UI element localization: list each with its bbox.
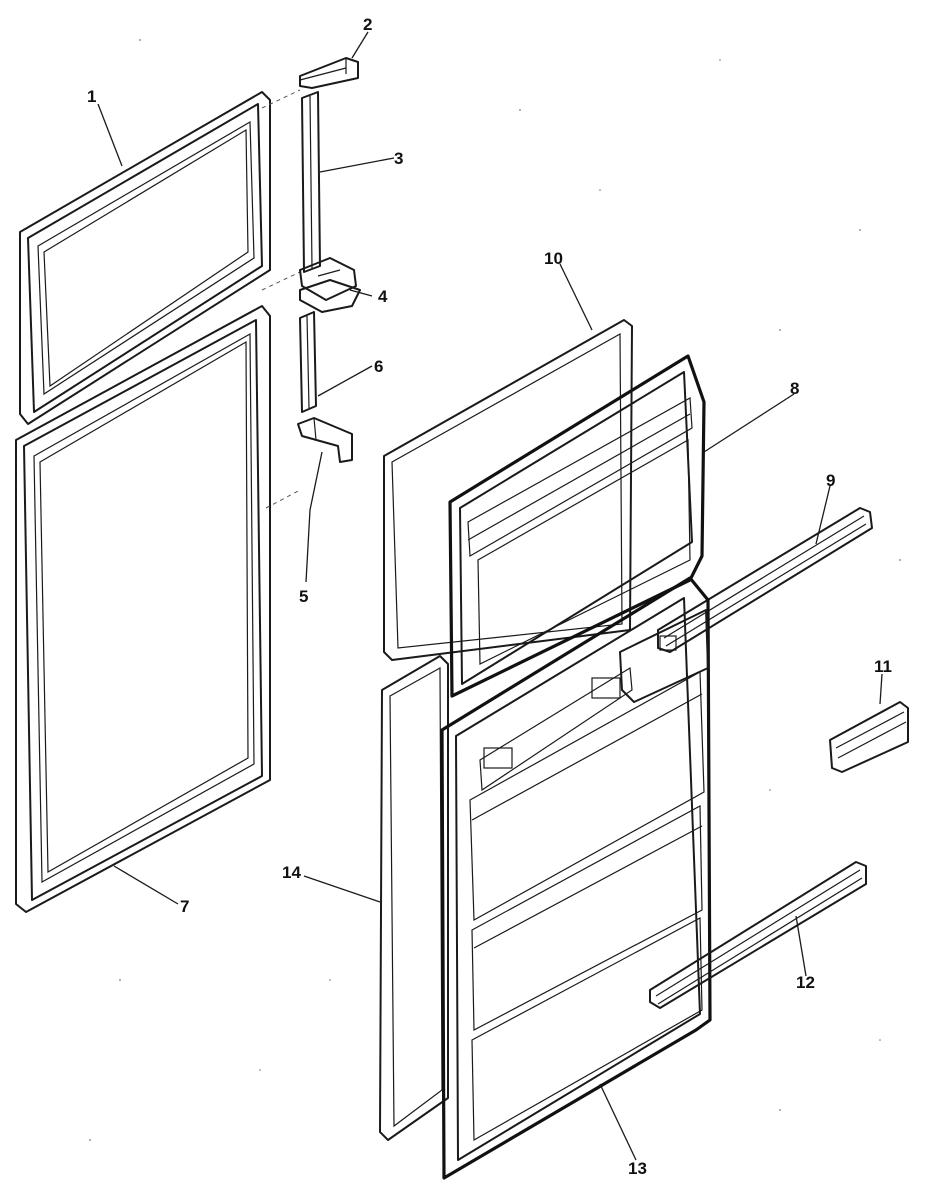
callout-11: 11: [874, 657, 892, 676]
part-5-bottom-hinge-bracket: [297, 417, 353, 463]
callout-labels: 1 2 3 4 5 6 7 8 9 10 11 12 13 14: [87, 15, 892, 1178]
part-8-upper-door-liner: [448, 354, 706, 698]
callout-8: 8: [790, 379, 799, 398]
part-11-door-bin: [829, 701, 909, 773]
part-13-lower-door-liner: [440, 576, 712, 1180]
callout-4: 4: [378, 287, 388, 306]
part-2-top-hinge-bracket: [299, 57, 359, 89]
part-7-lower-door-frame: [15, 305, 271, 913]
part-10-upper-gasket: [383, 319, 633, 661]
callout-2: 2: [363, 15, 372, 34]
callout-5: 5: [299, 587, 308, 606]
part-3-upper-trim-strip: [301, 91, 321, 273]
callout-6: 6: [374, 357, 383, 376]
callout-3: 3: [394, 149, 403, 168]
callout-12: 12: [796, 973, 815, 992]
alignment-lines: [261, 89, 301, 509]
scan-speckle: [89, 39, 901, 1141]
callout-13: 13: [628, 1159, 647, 1178]
callout-7: 7: [180, 897, 189, 916]
callout-9: 9: [826, 471, 835, 490]
callout-10: 10: [544, 249, 563, 268]
leader-lines: [97, 31, 883, 1161]
part-4-center-hinge: [299, 257, 361, 313]
part-14-lower-gasket: [379, 655, 449, 1141]
part-6-lower-trim-strip: [299, 311, 317, 413]
part-12-lower-shelf-rail: [649, 861, 867, 1009]
callout-1: 1: [87, 87, 96, 106]
part-1-upper-door-frame: [19, 91, 271, 425]
callout-14: 14: [282, 863, 301, 882]
part-9-upper-shelf-rail: [657, 507, 873, 653]
